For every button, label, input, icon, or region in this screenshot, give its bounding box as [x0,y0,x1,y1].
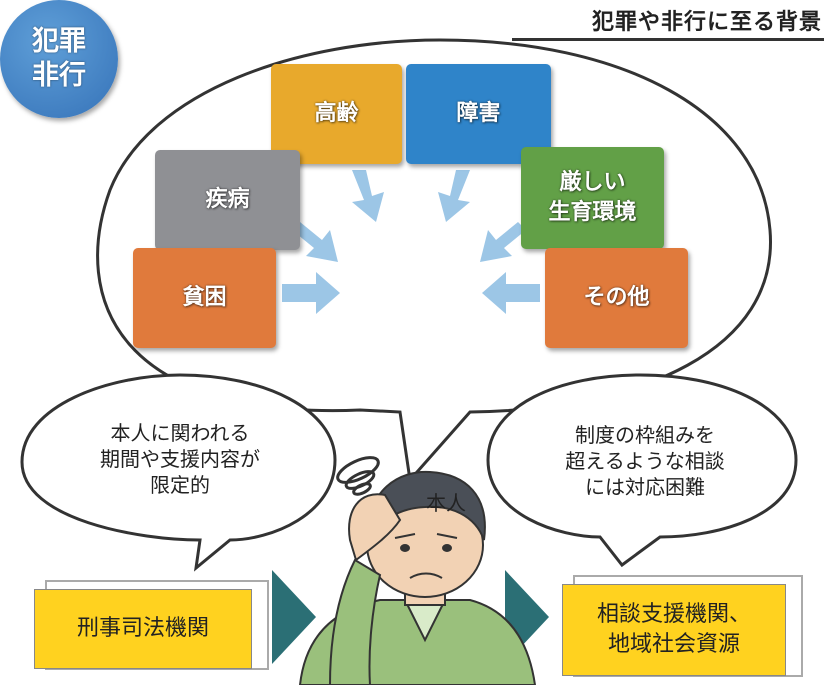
person-label: 本人 [426,491,466,515]
factor-environment: 厳しい 生育環境 [521,147,664,249]
right-bubble-text: 制度の枠組みを 超えるような相談 には対応困難 [565,423,725,499]
factor-other: その他 [545,248,688,348]
left-speech-bubble [20,373,337,572]
diagram-title: 犯罪や非行に至る背景 [591,10,822,35]
factor-environment-label: 厳しい 生育環境 [548,170,637,225]
title-underline [512,38,824,41]
arrow-from-illness [292,222,338,262]
inward-arrows [282,170,540,314]
factor-elderly-label: 高齢 [314,101,359,126]
box-criminal-justice: 刑事司法機関 [34,589,252,669]
factor-disability-label: 障害 [456,101,501,126]
right-speech-bubble [486,373,798,568]
arrow-from-elderly [352,170,384,222]
factor-poverty-label: 貧困 [182,285,227,310]
flow-arrow-left [272,570,316,664]
arrow-from-poverty [282,272,340,314]
person-illustration [298,470,537,685]
factor-elderly: 高齢 [271,64,402,164]
box-consultation-support: 相談支援機関、 地域社会資源 [562,584,786,676]
arrow-from-disability [438,170,470,222]
factor-poverty: 貧困 [133,248,276,348]
arrow-from-environment [480,222,526,262]
center-circle-crime-delinquency: 犯罪 非行 [0,0,118,118]
factor-illness-label: 疾病 [205,187,250,212]
arrow-from-other [482,272,540,314]
factor-illness: 疾病 [155,150,300,250]
factor-other-label: その他 [583,285,650,310]
left-bubble-text: 本人に関われる 期間や支援内容が 限定的 [100,421,260,497]
worry-swirl-icon [336,456,380,496]
